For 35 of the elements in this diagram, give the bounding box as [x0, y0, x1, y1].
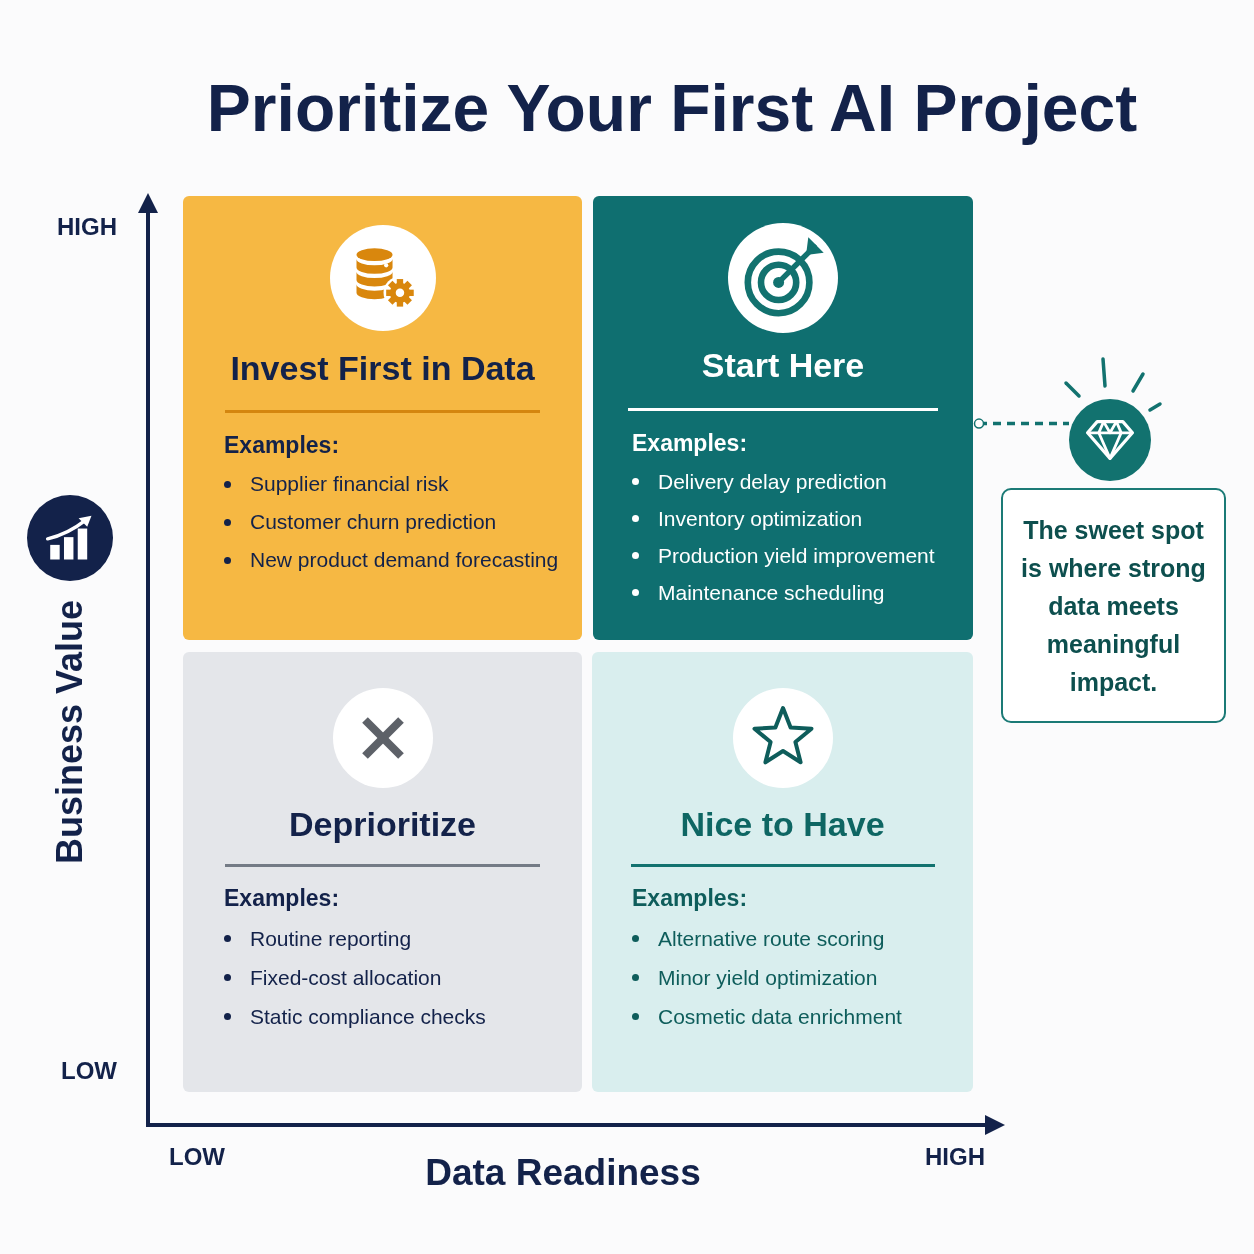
example-item: Delivery delay prediction [658, 469, 887, 495]
axis-title: Business Value [52, 599, 88, 865]
dashed-connector [973, 418, 1069, 429]
example-item: Customer churn prediction [250, 509, 497, 535]
example-item: Routine reporting [250, 926, 412, 952]
example-item: Inventory optimization [658, 506, 863, 532]
quadrant-heading: Invest First in Data [230, 348, 535, 388]
quadrant-panel [592, 652, 973, 1092]
example-item: Static compliance checks [250, 1004, 486, 1030]
examples-heading: Examples: [632, 884, 748, 913]
quadrant-heading: Start Here [701, 345, 865, 385]
example-item: Fixed-cost allocation [250, 965, 442, 991]
example-item: Supplier financial risk [250, 471, 449, 497]
quadrant-panel [183, 652, 582, 1092]
axis-end-label: HIGH [925, 1145, 985, 1169]
example-item: Maintenance scheduling [658, 580, 885, 606]
axis-title: Data Readiness [425, 1153, 701, 1191]
example-item: Minor yield optimization [658, 965, 878, 991]
quadrant-panel [183, 196, 582, 640]
example-item: Production yield improvement [658, 543, 935, 569]
axis-end-label: LOW [61, 1059, 117, 1083]
axis-end-label: LOW [169, 1145, 225, 1169]
axis-end-label: HIGH [57, 215, 117, 239]
quadrant-heading: Nice to Have [680, 804, 885, 844]
quadrant-heading: Deprioritize [288, 804, 476, 844]
callout-text: The sweet spot is where strong data meets meaningful impact. [1020, 514, 1207, 698]
title: Prioritize Your First AI Project [206, 70, 1138, 146]
example-item: New product demand forecasting [250, 547, 559, 573]
examples-heading: Examples: [632, 429, 748, 458]
examples-heading: Examples: [224, 431, 340, 460]
example-item: Alternative route scoring [658, 926, 885, 952]
examples-heading: Examples: [224, 884, 340, 913]
example-item: Cosmetic data enrichment [658, 1004, 902, 1030]
quadrant-panel [593, 196, 973, 640]
callout-box [1001, 488, 1226, 723]
